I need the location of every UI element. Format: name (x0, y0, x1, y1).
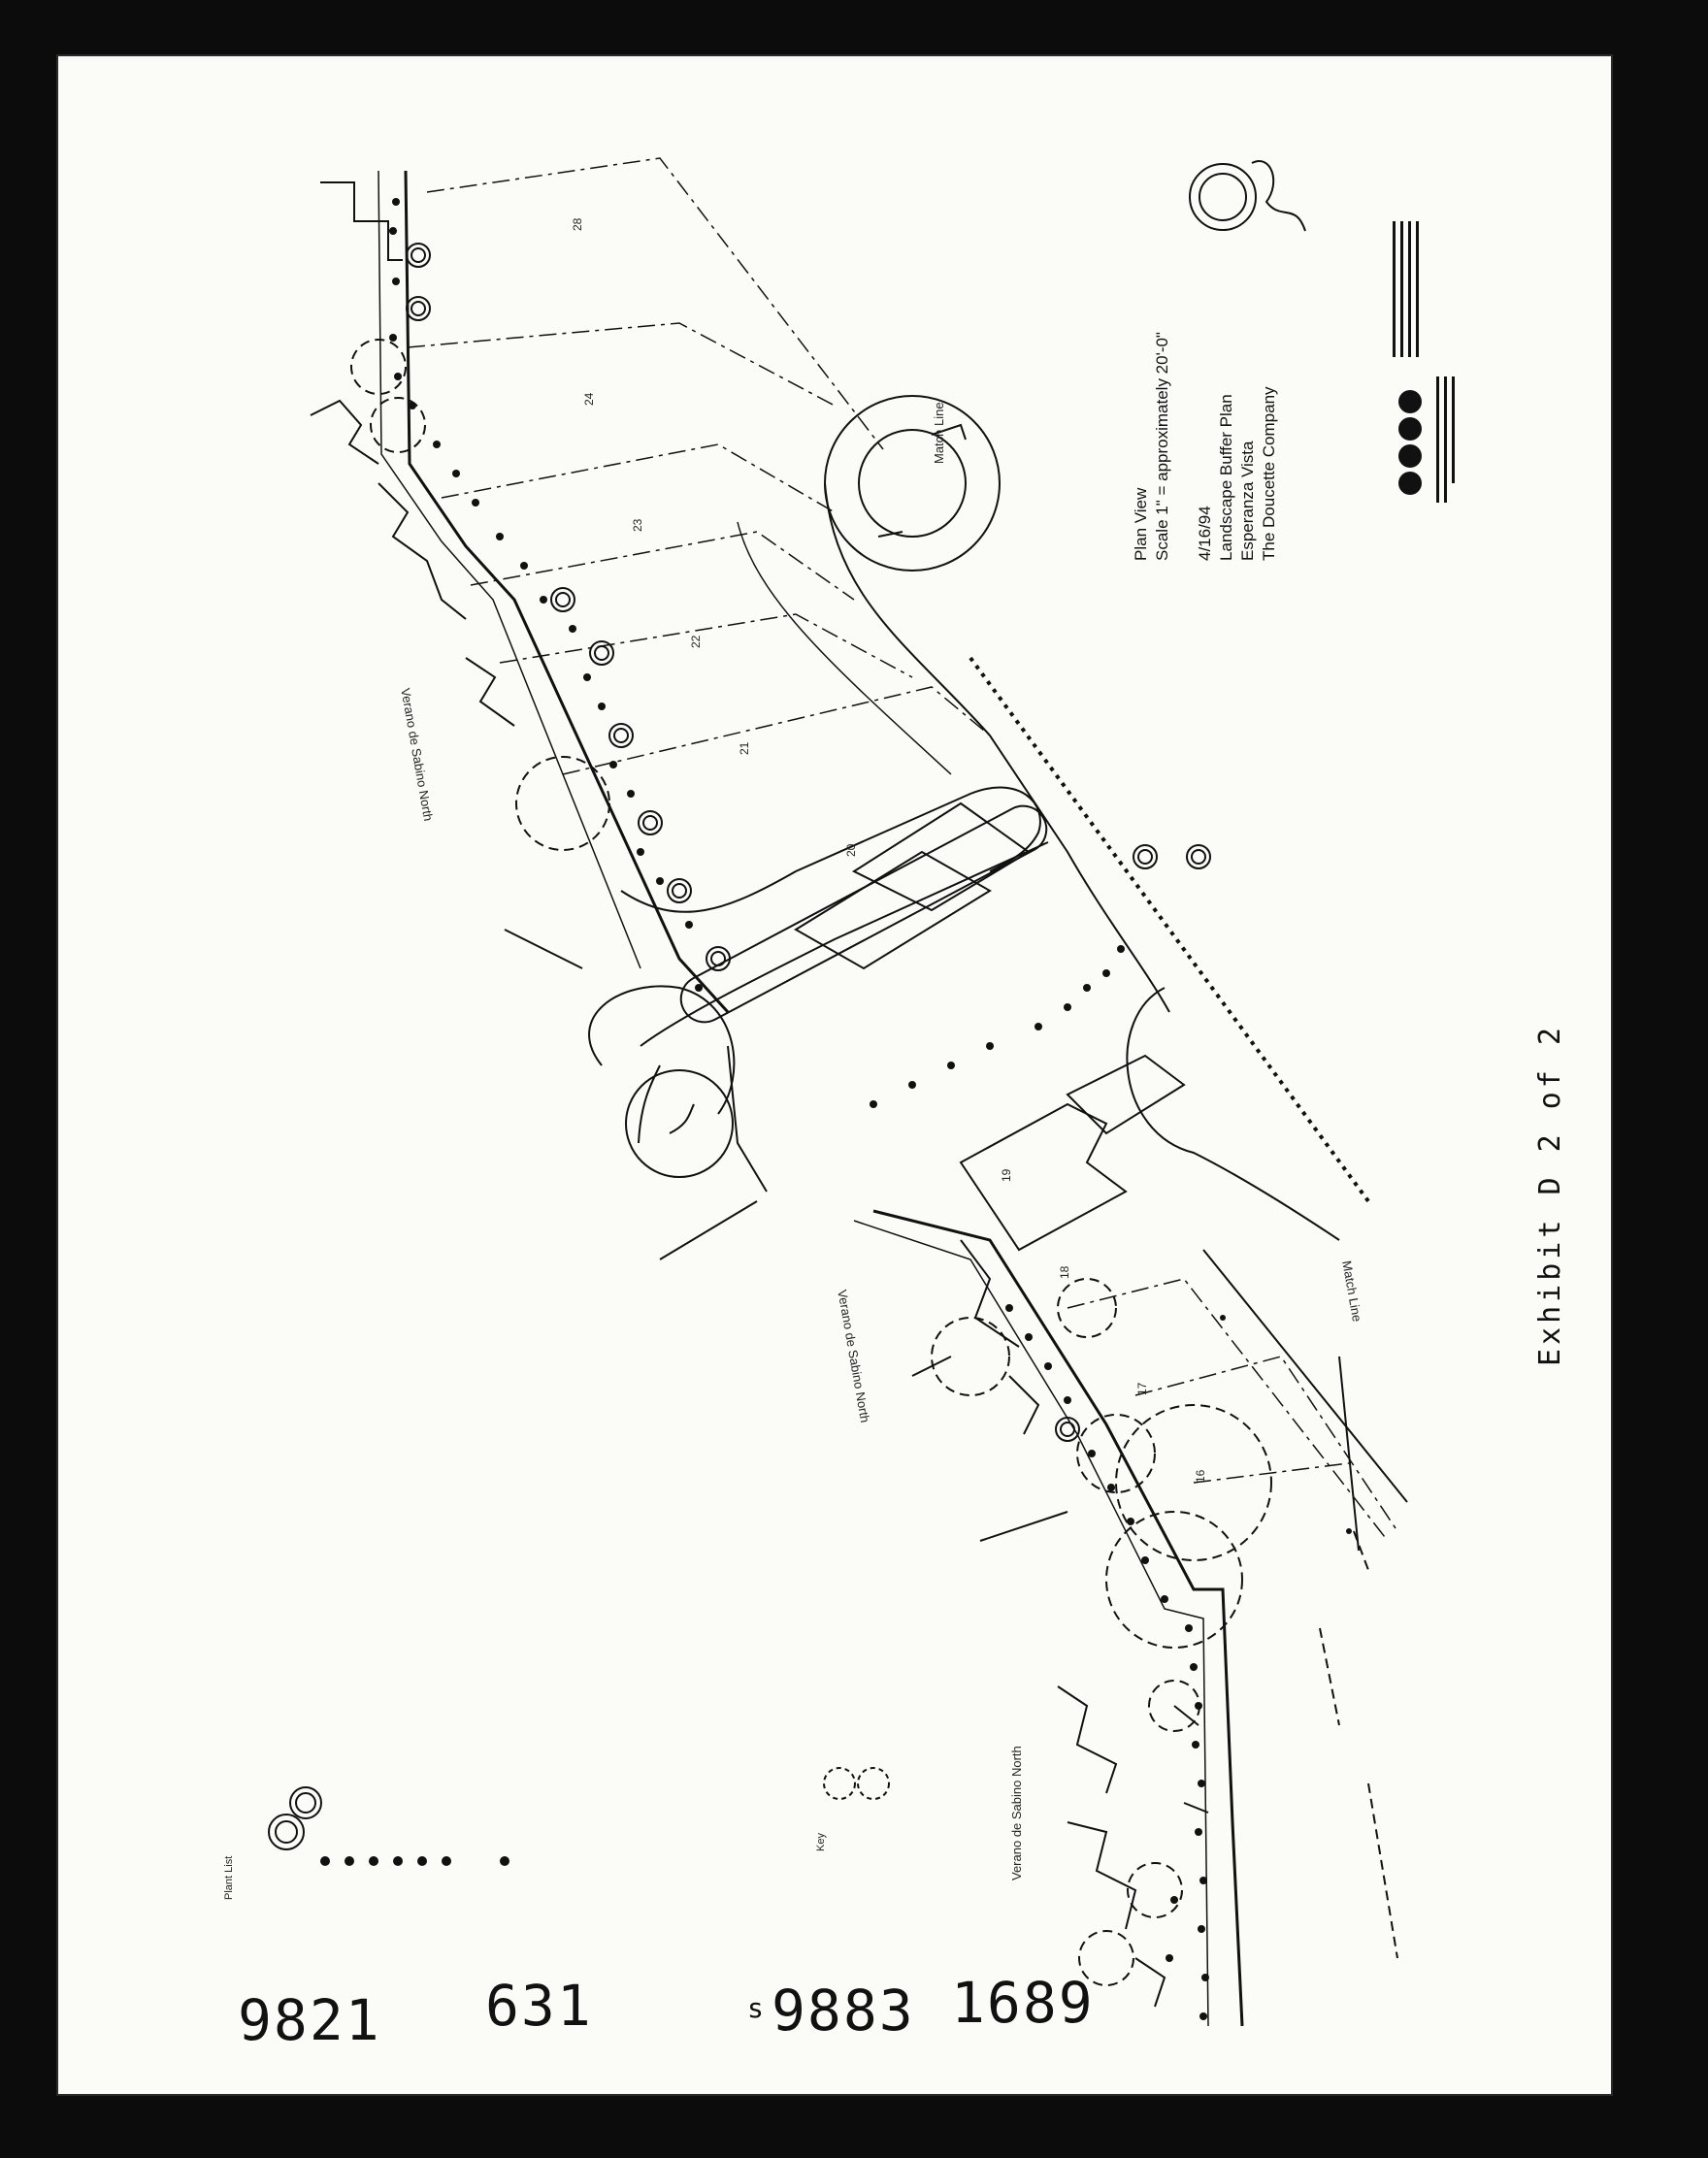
lot-22: 22 (689, 635, 703, 648)
plant-list-title: Plant List (223, 1855, 235, 1900)
lot-17: 17 (1135, 1382, 1149, 1395)
lot-23: 23 (631, 518, 644, 532)
document-page: Plan View Scale 1" = approximately 20'-0… (58, 56, 1611, 2094)
firm-logo (1393, 221, 1455, 503)
scale-label: Scale 1" = approximately 20'-0" (1153, 332, 1171, 561)
stamp-number-right: 9883 (772, 1978, 915, 2044)
title-block: Plan View Scale 1" = approximately 20'-0… (1131, 332, 1280, 561)
plan-title: Landscape Buffer Plan (1217, 394, 1235, 561)
lot-19: 19 (1000, 1168, 1013, 1182)
lower-property-line (872, 1209, 1244, 2027)
lot-24: 24 (582, 392, 596, 406)
match-line-dotted (969, 656, 1370, 1203)
site-plan-drawing (268, 157, 1455, 2027)
date-label: 4/16/94 (1196, 506, 1214, 561)
company-name: The Doucette Company (1260, 386, 1278, 561)
stamp-prefix: s (747, 1992, 766, 2024)
stamp-number-center: 631 (485, 1973, 593, 2039)
stamp-number-far-right: 1689 (951, 1970, 1095, 2036)
key-title: Key (815, 1833, 827, 1851)
project-name: Esperanza Vista (1238, 441, 1257, 561)
exhibit-label: Exhibit D 2 of 2 (1533, 1024, 1567, 1366)
street-edge-upper (824, 482, 1170, 1013)
lot-21: 21 (738, 741, 751, 755)
lot-16: 16 (1194, 1469, 1207, 1483)
stamp-number-left: 9821 (238, 1987, 381, 2053)
match-line-top: Match Line (932, 402, 946, 464)
lot-18: 18 (1058, 1265, 1071, 1279)
upper-property-line (404, 170, 730, 1014)
seal-logo (1189, 160, 1306, 232)
lot-20: 20 (844, 843, 858, 857)
street-label-3: Verano de Sabino North (1009, 1746, 1024, 1880)
plan-view-label: Plan View (1132, 487, 1150, 561)
lot-28: 28 (571, 217, 584, 231)
